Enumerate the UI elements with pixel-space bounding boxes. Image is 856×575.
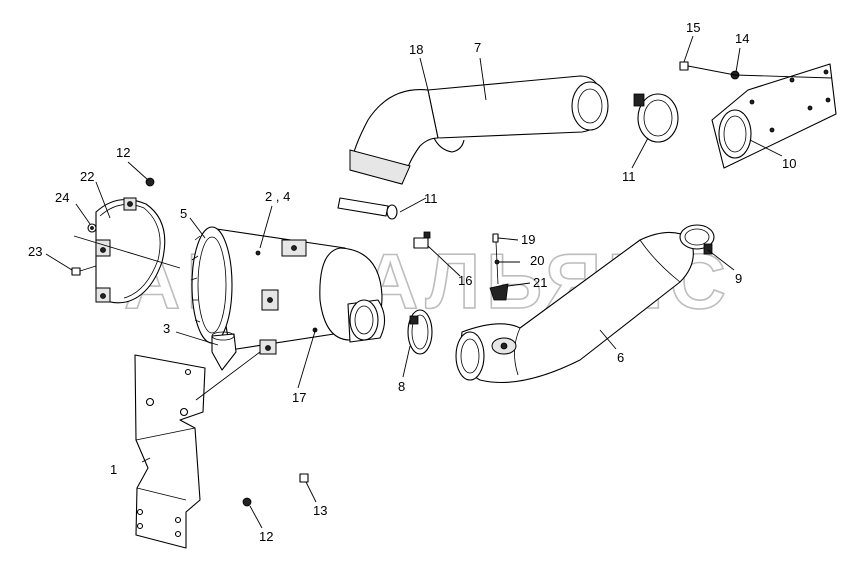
part-9-hose-clamp	[679, 224, 715, 255]
callout-labels: 1 2 , 4 3 5 6 7 8 9 10 11 11 12 12 13 14…	[28, 20, 796, 544]
callout-15: 15	[686, 20, 700, 35]
callout-21: 21	[533, 275, 547, 290]
callout-12-bottom: 12	[259, 529, 273, 544]
callout-8: 8	[398, 379, 405, 394]
part-22-end-cover	[95, 197, 166, 304]
part-24-washer	[87, 223, 97, 233]
part-18-intake-elbow-upper	[349, 89, 439, 185]
part-13-bolt	[299, 473, 309, 483]
part-11-tube-lower	[337, 197, 398, 220]
part-8-hose-clamp	[407, 309, 433, 355]
callout-9: 9	[735, 271, 742, 286]
part-23-bolt	[71, 265, 97, 276]
part-7-intake-pipe	[426, 75, 609, 153]
callout-7: 7	[474, 40, 481, 55]
part-10-flange-plate	[711, 63, 837, 169]
part-6-intake-elbow	[455, 231, 694, 384]
callout-2-4: 2 , 4	[265, 189, 290, 204]
callout-6: 6	[617, 350, 624, 365]
part-12-nut-bottom	[242, 497, 252, 507]
callout-17: 17	[292, 390, 306, 405]
callout-19: 19	[521, 232, 535, 247]
part-16-sensor	[413, 231, 431, 249]
callout-12-top: 12	[116, 145, 130, 160]
callout-18: 18	[409, 42, 423, 57]
callout-5: 5	[180, 206, 187, 221]
part-19-20-21-fittings	[489, 233, 509, 301]
callout-11-upper: 11	[622, 169, 636, 184]
callout-23: 23	[28, 244, 42, 259]
callout-14: 14	[735, 31, 749, 46]
callout-24: 24	[55, 190, 69, 205]
callout-10: 10	[782, 156, 796, 171]
callout-3: 3	[163, 321, 170, 336]
part-1-mounting-bracket	[134, 354, 206, 549]
part-housing-outlet	[347, 299, 386, 343]
callout-11-lower: 11	[424, 191, 438, 206]
part-11-hose-clamp-upper	[633, 93, 679, 143]
callout-16: 16	[458, 273, 472, 288]
callout-13: 13	[313, 503, 327, 518]
leader-lines	[45, 35, 833, 529]
part-3-dust-valve	[211, 331, 237, 371]
callout-20: 20	[530, 253, 544, 268]
callout-1: 1	[110, 462, 117, 477]
callout-22: 22	[80, 169, 94, 184]
part-15-bolt	[679, 61, 689, 71]
